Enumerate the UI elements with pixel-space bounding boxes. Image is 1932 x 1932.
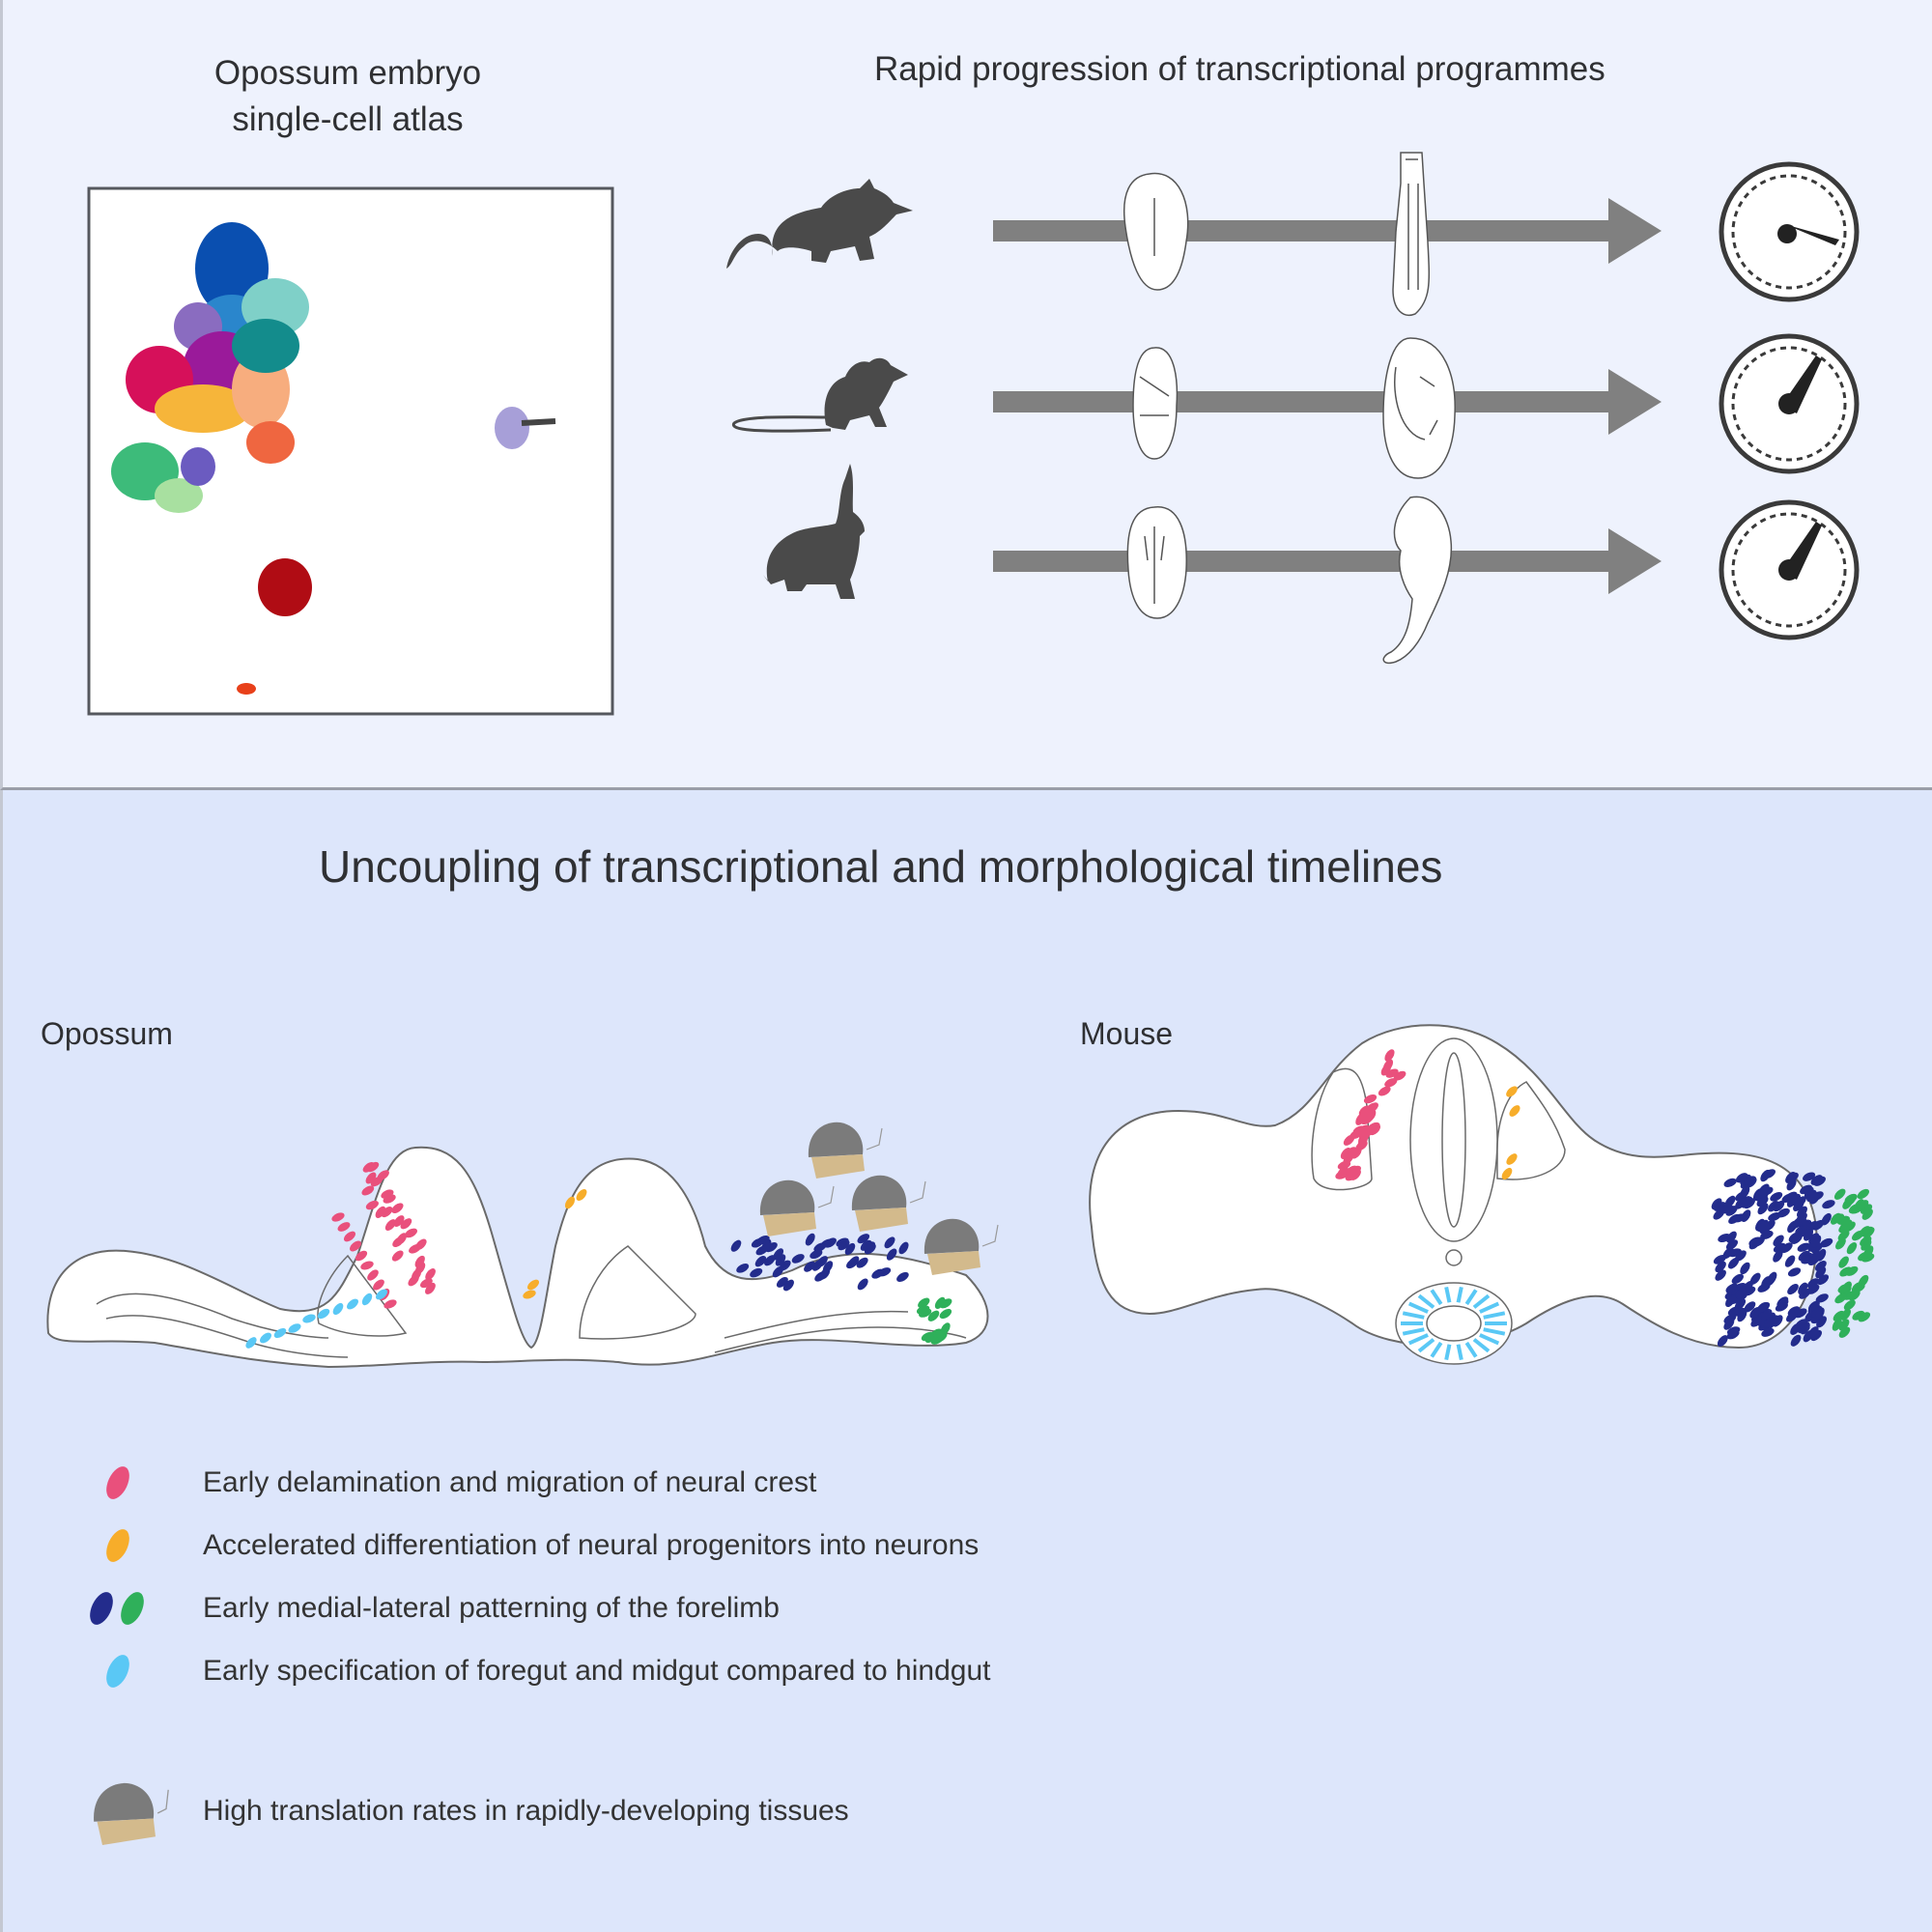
legend-item: Early delamination and migration of neur… xyxy=(58,1459,816,1507)
atlas-title: Opossum embryo single-cell atlas xyxy=(145,50,551,143)
ribosome-icon xyxy=(760,1180,834,1236)
legend-item: High translation rates in rapidly-develo… xyxy=(58,1787,849,1835)
umap-cluster xyxy=(246,421,295,464)
legend-item: Early specification of foregut and midgu… xyxy=(58,1647,990,1695)
arrow-opossum xyxy=(993,220,1626,242)
umap-cluster xyxy=(181,447,215,486)
legend-label: Early specification of foregut and midgu… xyxy=(203,1655,990,1688)
legend-swatch-icon xyxy=(58,1454,203,1512)
legend-label: High translation rates in rapidly-develo… xyxy=(203,1795,849,1828)
umap-plot xyxy=(87,186,614,716)
legend-label: Early delamination and migration of neur… xyxy=(203,1466,816,1499)
ribosome-icon xyxy=(852,1176,925,1232)
mouse-embryo-late xyxy=(1383,338,1455,478)
cell-dot xyxy=(729,1238,744,1254)
gauge-opossum-icon xyxy=(1721,164,1857,299)
umap-cluster xyxy=(237,683,256,695)
arrow-rabbit xyxy=(993,551,1626,572)
mouse-embryo-early xyxy=(1133,348,1177,459)
ribosome-cluster xyxy=(744,1111,1034,1304)
rabbit-silhouette-icon xyxy=(763,464,865,599)
ribosome-icon xyxy=(58,1782,203,1840)
mouse-section-diagram xyxy=(1072,1014,1922,1401)
opossum-embryo-early xyxy=(1124,174,1188,290)
ribosome-icon xyxy=(809,1122,882,1179)
ribosome-icon xyxy=(924,1219,998,1275)
rabbit-embryo-early xyxy=(1127,507,1186,618)
arrow-mouse xyxy=(993,391,1626,412)
cell-dot xyxy=(1845,1240,1860,1256)
cell-dot xyxy=(526,1278,541,1293)
opossum-silhouette-icon xyxy=(726,179,913,269)
atlas-title-line1: Opossum embryo xyxy=(145,50,551,97)
cell-dot xyxy=(1856,1187,1871,1202)
cell-dot xyxy=(336,1220,352,1234)
mouse-silhouette-icon xyxy=(733,358,908,431)
opossum-embryo-late xyxy=(1393,153,1429,315)
legend-swatch-icon xyxy=(58,1579,203,1637)
umap-cluster xyxy=(495,407,529,449)
legend-swatch-icon xyxy=(58,1517,203,1575)
bottom-title: Uncoupling of transcriptional and morpho… xyxy=(319,840,1442,893)
gauge-mouse-icon xyxy=(1721,336,1857,471)
cell-dot xyxy=(522,1289,537,1300)
atlas-title-line2: single-cell atlas xyxy=(145,97,551,143)
legend-label: Accelerated differentiation of neural pr… xyxy=(203,1529,979,1562)
cell-dot xyxy=(1821,1198,1836,1210)
umap-cluster xyxy=(232,319,299,373)
legend-swatch-icon xyxy=(58,1642,203,1700)
umap-cluster xyxy=(522,421,555,423)
progression-title: Rapid progression of transcriptional pro… xyxy=(874,50,1605,89)
cell-dot xyxy=(342,1230,357,1244)
gauge-rabbit-icon xyxy=(1721,502,1857,638)
opossum-label: Opossum xyxy=(41,1016,173,1052)
legend-item: Accelerated differentiation of neural pr… xyxy=(58,1521,979,1570)
legend-item: Early medial-lateral patterning of the f… xyxy=(58,1584,780,1633)
timeline-arrows xyxy=(993,198,1662,594)
rabbit-embryo-late xyxy=(1383,497,1451,663)
legend-label: Early medial-lateral patterning of the f… xyxy=(203,1592,780,1625)
cell-dot xyxy=(1789,1333,1804,1349)
cell-dot xyxy=(330,1210,346,1223)
species-timelines xyxy=(715,145,1932,686)
umap-cluster xyxy=(258,558,312,616)
